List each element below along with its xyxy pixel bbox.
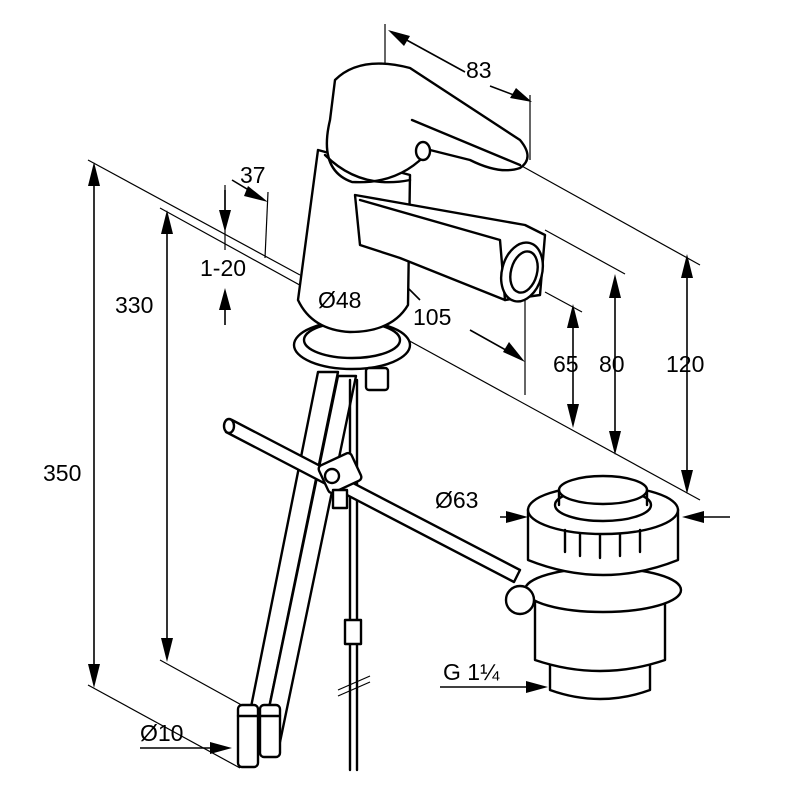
connector-screw <box>323 467 341 485</box>
waste-side-port <box>504 584 536 616</box>
arrow-65-bottom <box>567 404 579 428</box>
arrow-80-bottom <box>609 431 621 455</box>
arrow-63-left <box>506 511 528 523</box>
arrow-thread <box>526 681 548 693</box>
arrow-63-right <box>682 511 704 523</box>
label-10: Ø10 <box>140 720 183 746</box>
label-105: 105 <box>413 304 451 330</box>
arrow-10 <box>210 742 232 754</box>
ext-line-350-top <box>87 159 301 276</box>
ext-line-37-right <box>264 191 269 259</box>
arrow-65-top <box>567 304 579 328</box>
popup-waste <box>504 474 683 701</box>
rod-break-2 <box>337 681 371 697</box>
label-83: 83 <box>466 57 492 83</box>
label-80: 80 <box>599 351 625 377</box>
connector-tail <box>331 488 349 510</box>
arrow-120-bottom <box>681 470 693 494</box>
label-350: 350 <box>43 460 81 486</box>
waste-plug[interactable] <box>557 474 649 506</box>
label-1-20: 1-20 <box>200 255 246 281</box>
base-nut <box>364 366 390 392</box>
faucet-body <box>296 148 412 334</box>
label-48: Ø48 <box>318 287 361 313</box>
supply-hoses <box>236 370 371 772</box>
arrow-37 <box>244 186 268 202</box>
ext-line-65-top <box>544 291 583 313</box>
arrow-330-top <box>161 210 173 234</box>
ext-line-120-top <box>519 164 701 266</box>
ext-line-80-top <box>544 229 626 275</box>
label-120: 120 <box>666 351 704 377</box>
arrow-1-20-bottom <box>219 288 231 310</box>
handle-collar <box>323 153 412 184</box>
arrow-120-top <box>681 254 693 278</box>
arrow-350-top <box>88 162 100 186</box>
label-330: 330 <box>115 292 153 318</box>
hose-left-fitting <box>236 703 260 769</box>
label-63: Ø63 <box>435 487 478 513</box>
aerator-inner <box>509 250 539 294</box>
hose-right-fitting <box>258 703 282 759</box>
dimension-arrows <box>88 30 730 754</box>
arrow-350-bottom <box>88 664 100 688</box>
link-rod <box>222 417 522 584</box>
lever-edge <box>410 118 522 167</box>
label-37: 37 <box>240 162 266 188</box>
arrow-105 <box>503 342 525 362</box>
handle-screw <box>414 140 432 162</box>
label-65: 65 <box>553 351 579 377</box>
arrow-330-bottom <box>161 638 173 662</box>
waste-slots <box>563 528 642 560</box>
arrow-83-right <box>510 88 532 102</box>
ext-line-deck <box>394 332 701 501</box>
rod-break-1 <box>337 675 371 691</box>
link-rod-end <box>222 417 236 435</box>
label-thread: G 1¼ <box>443 659 500 685</box>
faucet <box>292 62 547 392</box>
ext-line-350-bottom <box>87 684 241 769</box>
waste-plug-sides <box>557 488 649 507</box>
lever-handle[interactable] <box>325 62 529 184</box>
arrow-83-left <box>388 30 410 46</box>
arrow-1-20-top <box>219 210 231 232</box>
dimension-labels: 83 37 1-20 330 Ø48 105 65 80 120 350 Ø63… <box>43 57 704 746</box>
arrow-80-top <box>609 274 621 298</box>
rod-clamp <box>343 618 363 646</box>
